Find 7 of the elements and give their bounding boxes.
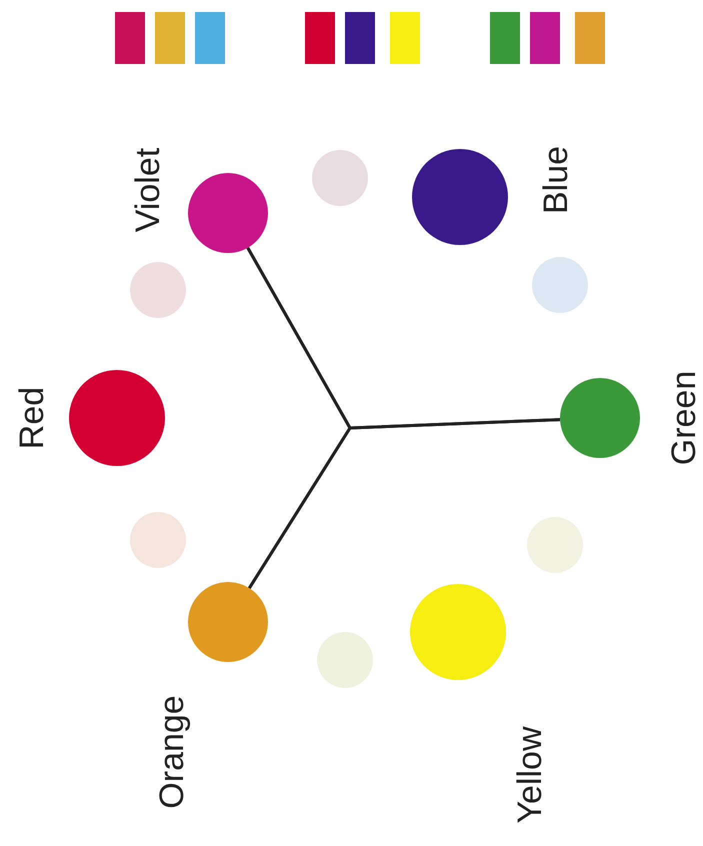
hue-label: Green	[667, 370, 701, 466]
hue-label: Yellow	[513, 726, 547, 824]
hue-label: Orange	[155, 695, 189, 809]
hue-label: Violet	[131, 148, 165, 232]
hue-label: Red	[15, 386, 49, 450]
connector-line	[248, 418, 560, 589]
hue-label: Blue	[539, 146, 573, 214]
